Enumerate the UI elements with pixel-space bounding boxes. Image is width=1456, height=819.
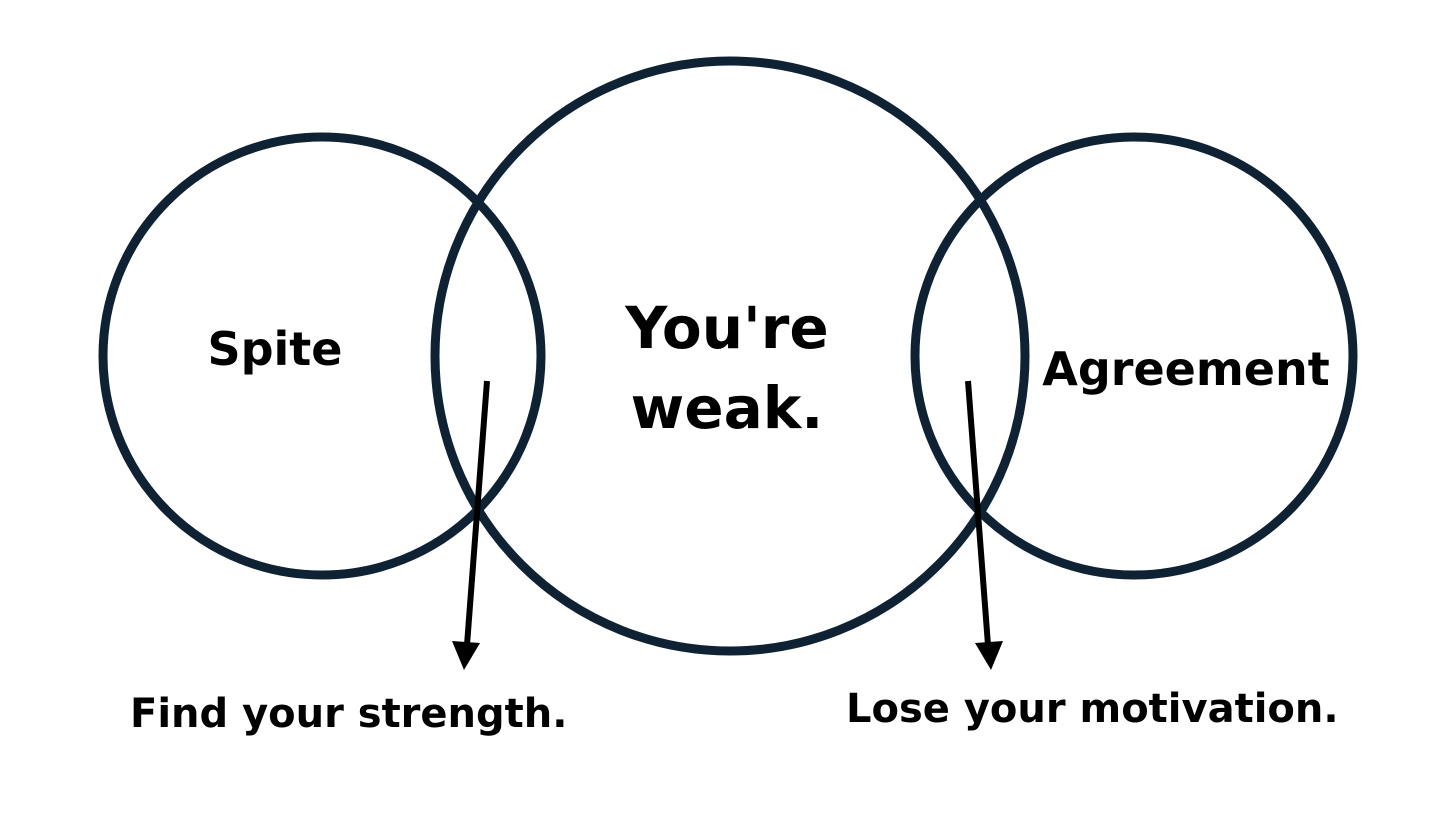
arrow-right	[965, 380, 1003, 670]
outcome-lose-motivation: Lose your motivation.	[846, 686, 1339, 732]
arrow-right-head	[975, 641, 1003, 670]
circle-spite	[98, 132, 546, 580]
arrow-left	[452, 380, 490, 670]
circle-youre-weak	[430, 56, 1030, 656]
label-youre: You're	[624, 294, 829, 362]
label-spite: Spite	[207, 322, 342, 376]
outcome-find-strength: Find your strength.	[130, 691, 567, 737]
label-weak: weak.	[631, 374, 824, 442]
arrow-left-shaft	[464, 380, 490, 646]
arrow-right-shaft	[965, 380, 991, 646]
label-agreement: Agreement	[1042, 342, 1329, 396]
circle-agreement	[910, 132, 1358, 580]
arrow-left-head	[452, 641, 480, 670]
